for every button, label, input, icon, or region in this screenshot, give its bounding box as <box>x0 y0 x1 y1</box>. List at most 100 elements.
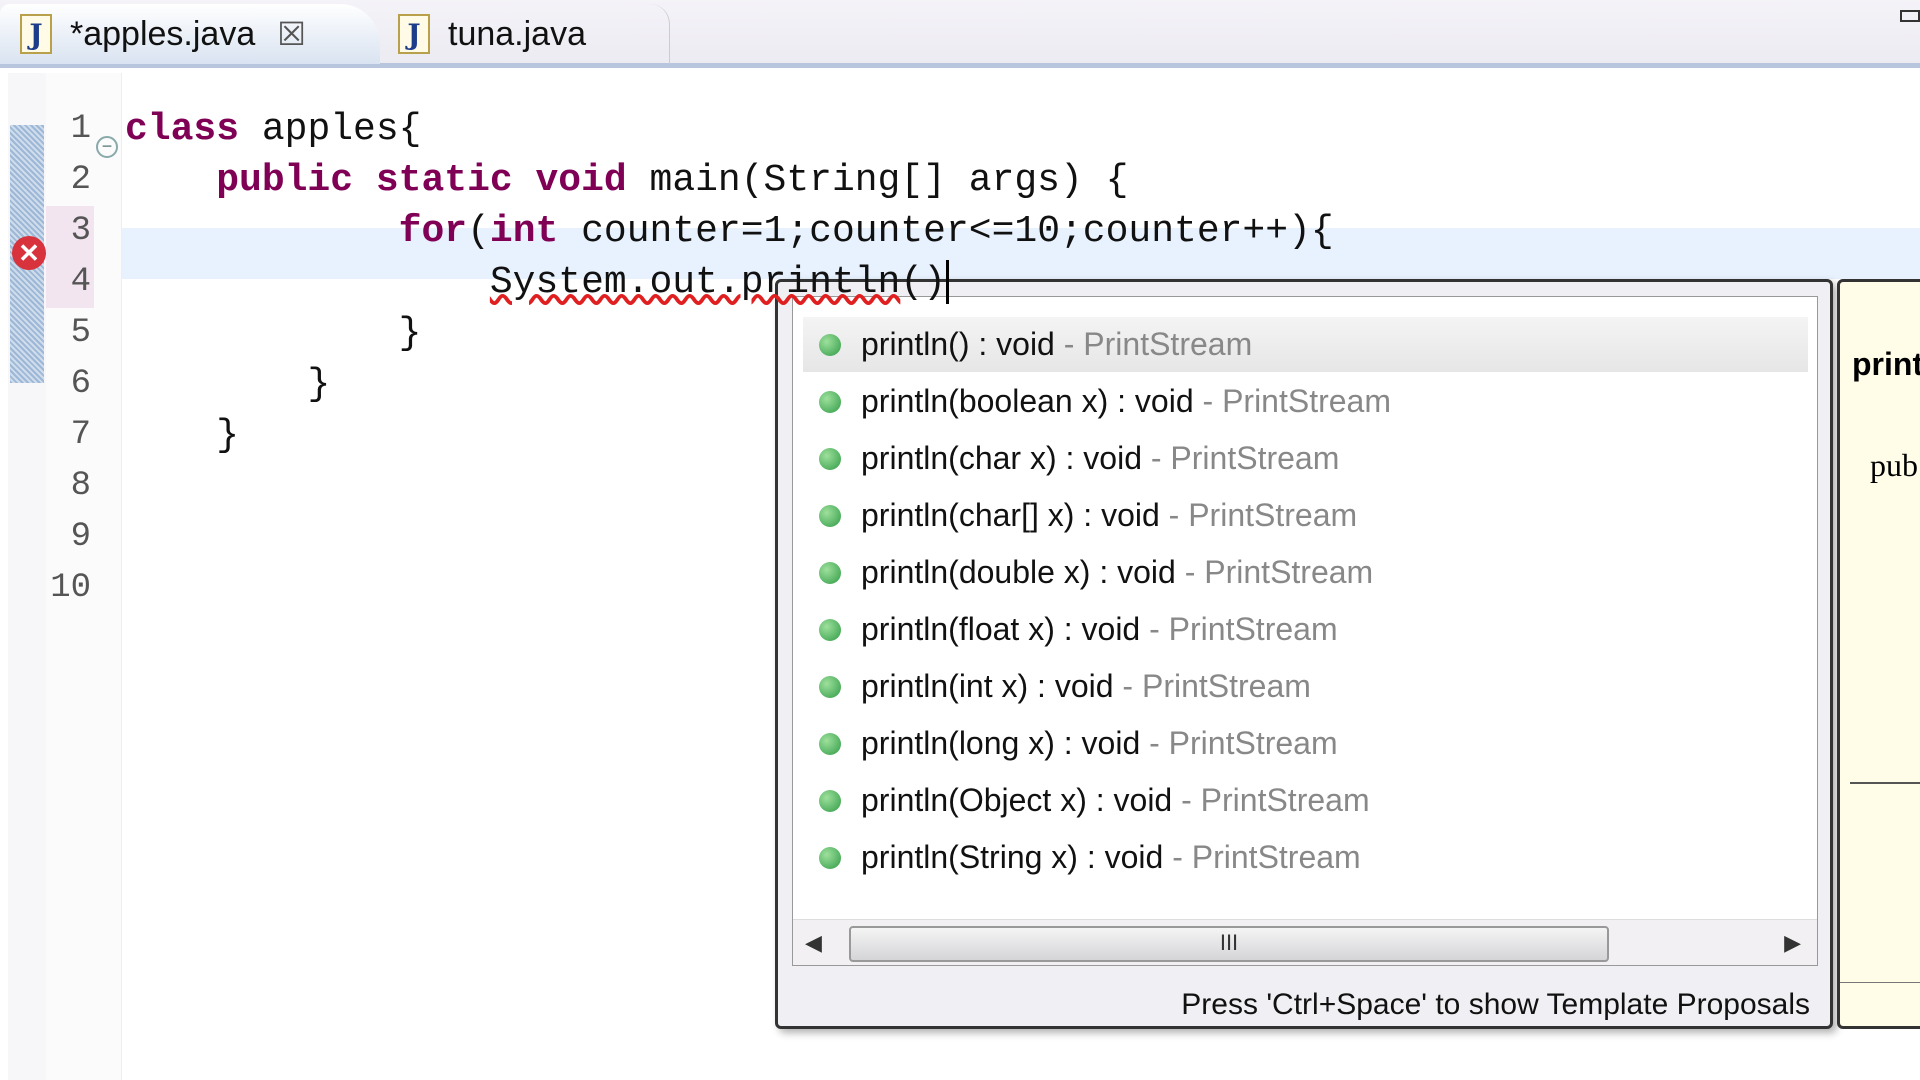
editor-tab-bar: J *apples.java ☒ J tuna.java <box>0 0 1920 68</box>
proposal-signature: println(String x) : void <box>861 839 1164 875</box>
proposal-item[interactable]: println(Object x) : void - PrintStream <box>803 773 1808 828</box>
public-method-icon <box>819 504 841 527</box>
proposal-item[interactable]: println(boolean x) : void - PrintStream <box>803 374 1808 429</box>
proposal-item[interactable]: println(double x) : void - PrintStream <box>803 545 1808 600</box>
code-line[interactable]: System.out.println() <box>125 257 949 308</box>
proposal-type: - PrintStream <box>1172 782 1370 818</box>
code-editor[interactable]: 1 2 3 4 5 6 7 8 9 10 ✕ − <box>0 73 1920 1080</box>
info-title: print <box>1852 346 1920 382</box>
code-token <box>353 159 376 202</box>
proposal-type: - PrintStream <box>1163 839 1361 875</box>
current-line-highlight <box>122 228 1920 279</box>
proposal-type: - PrintStream <box>1140 725 1338 761</box>
line-number: 9 <box>70 518 91 556</box>
proposal-signature: println(long x) : void <box>861 725 1141 761</box>
proposal-type: - PrintStream <box>1141 440 1340 476</box>
proposal-item[interactable]: println(String x) : void - PrintStream <box>803 830 1808 885</box>
tab-label: *apples.java <box>70 14 256 53</box>
keyword: int <box>489 210 559 253</box>
public-method-icon <box>819 789 841 812</box>
public-method-icon <box>819 561 841 584</box>
text-caret <box>945 259 949 304</box>
error-icon[interactable]: ✕ <box>12 236 46 270</box>
keyword: public <box>216 159 354 202</box>
code-token: counter=1;counter<=10;counter++){ <box>558 210 1334 253</box>
proposal-signature: println(char[] x) : void <box>861 497 1160 533</box>
proposal-signature: println(int x) : void <box>861 668 1114 704</box>
proposal-type: - PrintStream <box>1113 668 1311 704</box>
proposal-item[interactable]: println(int x) : void - PrintStream <box>803 659 1808 714</box>
minimize-button[interactable] <box>1900 10 1920 22</box>
proposal-type: - PrintStream <box>1193 383 1391 419</box>
code-token: } <box>398 312 422 355</box>
proposal-signature: println(Object x) : void <box>861 782 1173 818</box>
code-token: () <box>900 261 946 304</box>
code-token: main(String[] args) { <box>626 159 1129 202</box>
info-signature: pub <box>1870 447 1918 483</box>
javadoc-info-popup: print pub <box>1837 279 1920 1029</box>
keyword: void <box>535 159 627 202</box>
keyword: static <box>375 159 513 202</box>
tab-tuna-java[interactable]: J tuna.java <box>390 4 670 64</box>
line-number-highlight <box>46 206 94 257</box>
line-number: 8 <box>70 467 91 505</box>
line-number: 4 <box>70 263 91 301</box>
proposal-item[interactable]: println(char x) : void - PrintStream <box>803 431 1808 486</box>
public-method-icon <box>819 447 841 470</box>
close-tab-icon[interactable]: ☒ <box>277 16 306 52</box>
scroll-left-icon[interactable]: ◀ <box>805 930 822 955</box>
line-number-highlight <box>46 257 94 308</box>
proposal-signature: println(float x) : void <box>861 611 1141 647</box>
divider <box>1840 982 1920 983</box>
code-line[interactable]: } <box>125 410 239 461</box>
line-number: 3 <box>70 212 91 250</box>
line-number: 5 <box>70 314 91 352</box>
template-proposals-hint: Press 'Ctrl+Space' to show Template Prop… <box>1181 988 1810 1021</box>
line-number: 1 <box>70 110 91 148</box>
public-method-icon <box>819 333 841 356</box>
tab-label: tuna.java <box>448 14 586 53</box>
code-line[interactable]: } <box>125 359 330 410</box>
keyword: class <box>125 108 240 151</box>
line-number: 10 <box>50 569 91 607</box>
code-token: } <box>307 363 331 406</box>
line-number-ruler: 1 2 3 4 5 6 7 8 9 10 <box>46 73 122 1080</box>
proposal-item[interactable]: println(char[] x) : void - PrintStream <box>803 488 1808 543</box>
proposal-item[interactable]: println(long x) : void - PrintStream <box>803 716 1808 771</box>
proposal-signature: println(boolean x) : void <box>861 383 1194 419</box>
line-number: 6 <box>70 365 91 403</box>
error-token: System.out.println <box>489 261 901 304</box>
divider <box>1850 782 1920 784</box>
code-line[interactable]: for(int counter=1;counter<=10;counter++)… <box>125 206 1334 257</box>
proposal-type: - PrintStream <box>1159 497 1358 533</box>
public-method-icon <box>819 618 841 641</box>
line-number: 7 <box>70 416 91 454</box>
code-line[interactable]: public static void main(String[] args) { <box>125 155 1128 206</box>
code-token: ( <box>467 210 490 253</box>
proposal-type: - PrintStream <box>1175 554 1374 590</box>
java-file-icon: J <box>20 14 52 54</box>
public-method-icon <box>819 390 841 413</box>
proposal-item[interactable]: println(float x) : void - PrintStream <box>803 602 1808 657</box>
fold-collapse-icon[interactable]: − <box>96 136 118 158</box>
code-line[interactable]: } <box>125 308 422 359</box>
horizontal-scrollbar[interactable]: ◀ III ▶ <box>793 919 1817 965</box>
java-file-icon: J <box>398 14 430 54</box>
tab-apples-java[interactable]: J *apples.java ☒ <box>0 4 380 64</box>
proposal-type: - PrintStream <box>1054 326 1253 362</box>
scroll-right-icon[interactable]: ▶ <box>1784 930 1801 955</box>
code-line[interactable]: class apples{ <box>125 104 421 155</box>
code-token: } <box>216 414 240 457</box>
public-method-icon <box>819 675 841 698</box>
line-number: 2 <box>70 161 91 199</box>
proposal-signature: println(double x) : void <box>861 554 1176 590</box>
proposal-signature: println(char x) : void <box>861 440 1142 476</box>
scrollbar-thumb[interactable]: III <box>849 926 1609 962</box>
public-method-icon <box>819 732 841 755</box>
proposal-type: - PrintStream <box>1140 611 1338 647</box>
code-token: apples{ <box>239 108 422 151</box>
keyword: for <box>398 210 468 253</box>
proposal-item[interactable]: println() : void - PrintStream <box>803 317 1808 372</box>
